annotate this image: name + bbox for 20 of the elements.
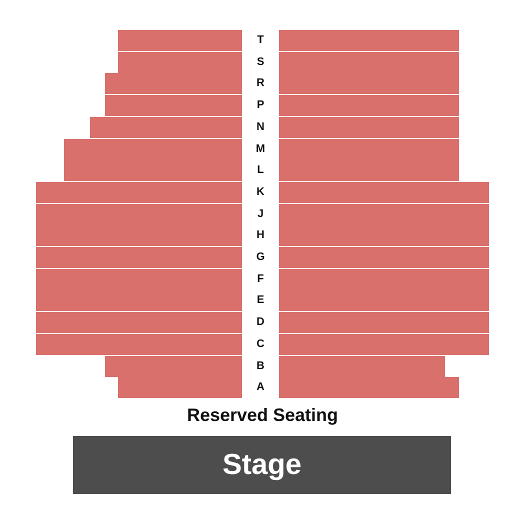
row-letter: L xyxy=(256,163,265,178)
row-letter: B xyxy=(256,358,266,374)
stage-label: Stage xyxy=(222,448,302,482)
row-letter: S xyxy=(256,54,266,70)
row-letter: M xyxy=(254,142,266,156)
row-letter: K xyxy=(256,184,266,200)
row-letter: N xyxy=(256,120,266,135)
row-letter: F xyxy=(256,272,265,287)
row-letter: A xyxy=(256,380,266,396)
row-letter: T xyxy=(256,33,265,48)
row-letter: H xyxy=(256,228,266,244)
row-letter: C xyxy=(256,336,266,352)
section-label: Reserved Seating xyxy=(186,405,340,426)
row-letter: P xyxy=(256,98,266,114)
row-letter: J xyxy=(256,206,265,222)
stage-box xyxy=(73,436,451,494)
row-letter: E xyxy=(256,293,266,308)
row-letter: G xyxy=(255,250,266,265)
row-letter: R xyxy=(256,76,266,92)
row-letter: D xyxy=(256,315,266,330)
